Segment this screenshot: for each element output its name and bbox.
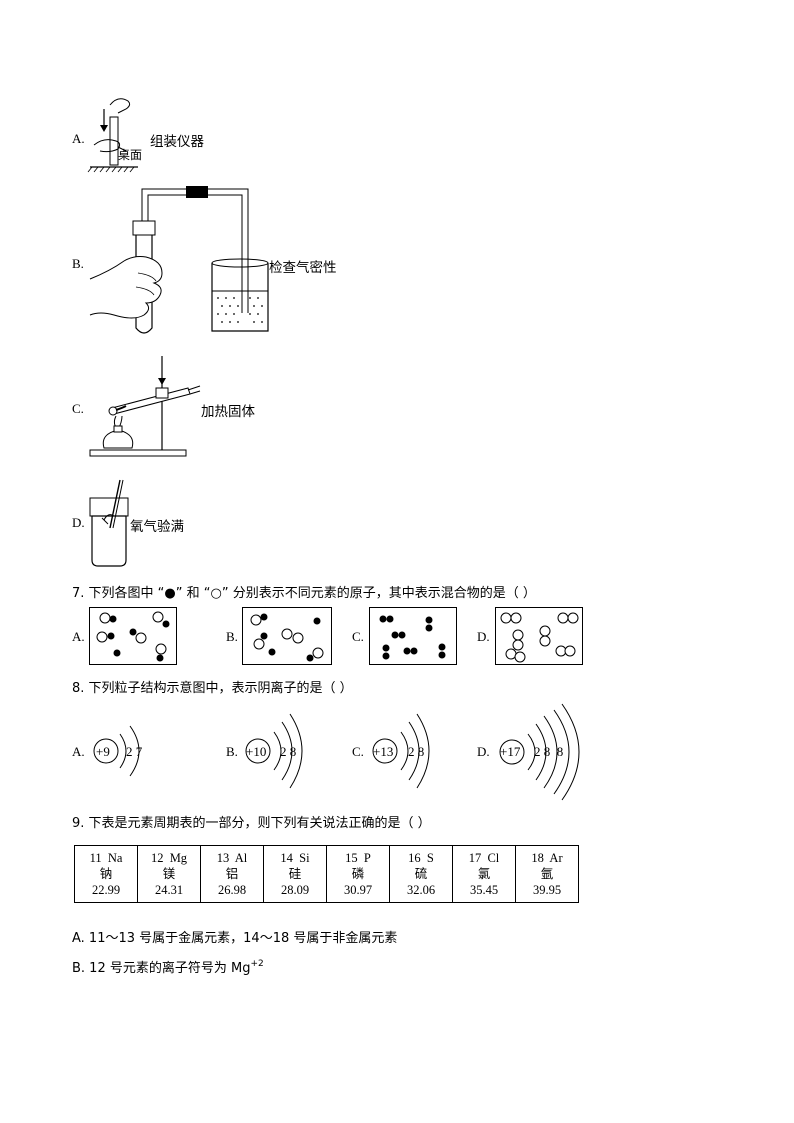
- element-mass: 32.06: [406, 883, 436, 897]
- q8-option-b-shells: 2 8: [280, 744, 297, 759]
- periodic-table-excerpt: 11 Na 钠 22.99 12 Mg 镁 24.31 13 Al 铝 26.98 14 Si 硅 2…: [74, 845, 579, 903]
- option-b-letter: B.: [72, 256, 84, 271]
- element-head: 15 P: [345, 851, 371, 865]
- q8-option-d-nucleus: +17: [500, 744, 521, 759]
- element-cell: 13 Al 铝 26.98: [200, 845, 264, 903]
- q8-option-a-nucleus: +9: [96, 744, 110, 759]
- q7-option-d-letter: D.: [477, 629, 490, 644]
- element-mass: 26.98: [217, 883, 247, 897]
- element-head: 13 Al: [216, 851, 248, 865]
- element-head: 11 Na: [89, 851, 123, 865]
- element-mass: 22.99: [91, 883, 121, 897]
- element-mass: 30.97: [343, 883, 373, 897]
- q9-option-a: A. 11～13 号属于金属元素，14～18 号属于非金属元素: [72, 931, 398, 946]
- element-cell: 11 Na 钠 22.99: [74, 845, 138, 903]
- element-cell: 16 S 硫 32.06: [389, 845, 453, 903]
- question-9-text: 9. 下表是元素周期表的一部分，则下列有关说法正确的是（ ）: [72, 816, 431, 831]
- element-name: 磷: [351, 867, 365, 881]
- oxygen-full-test-illustration: [89, 479, 129, 567]
- heating-solid-illustration: [89, 356, 201, 457]
- element-cell: 12 Mg 镁 24.31: [137, 845, 201, 903]
- element-name: 氩: [540, 867, 554, 881]
- q9-option-b-superscript: +2: [250, 959, 264, 969]
- q8-option-d-letter: D.: [477, 744, 490, 759]
- element-name: 钠: [99, 867, 113, 881]
- q8-option-d-shells: 2 8 8: [534, 744, 564, 759]
- q7-option-d-diagram: [495, 607, 583, 665]
- element-head: 12 Mg: [150, 851, 188, 865]
- option-b-caption: 检查气密性: [269, 260, 337, 276]
- q7-option-c-diagram: [369, 607, 457, 665]
- element-name: 镁: [162, 867, 176, 881]
- q8-option-c-letter: C.: [352, 744, 364, 759]
- q8-option-a-atom-diagram: [93, 725, 140, 777]
- option-a-letter: A.: [72, 131, 85, 146]
- element-mass: 39.95: [532, 883, 562, 897]
- option-c-letter: C.: [72, 401, 84, 416]
- q8-option-c-nucleus: +13: [373, 744, 394, 759]
- element-head: 18 Ar: [531, 851, 563, 865]
- element-cell: 14 Si 硅 28.09: [263, 845, 327, 903]
- element-cell: 18 Ar 氩 39.95: [515, 845, 579, 903]
- q7-option-b-letter: B.: [226, 629, 238, 644]
- q8-option-b-letter: B.: [226, 744, 238, 759]
- desk-label: 桌面: [118, 148, 143, 162]
- element-head: 17 Cl: [468, 851, 500, 865]
- q9-option-b: B. 12 号元素的离子符号为 Mg+2: [72, 957, 264, 976]
- element-name: 氯: [477, 867, 491, 881]
- element-name: 铝: [225, 867, 239, 881]
- question-7-text: 7. 下列各图中 “●” 和 “○” 分别表示不同元素的原子，其中表示混合物的是…: [72, 586, 536, 601]
- element-mass: 24.31: [154, 883, 184, 897]
- option-d-letter: D.: [72, 515, 85, 530]
- q8-option-a-letter: A.: [72, 744, 85, 759]
- element-cell: 17 Cl 氯 35.45: [452, 845, 516, 903]
- q8-option-d-atom-diagram: [499, 703, 580, 801]
- element-head: 16 S: [408, 851, 434, 865]
- q7-option-c-letter: C.: [352, 629, 364, 644]
- q8-option-b-atom-diagram: [245, 713, 303, 789]
- q7-option-a-diagram: [89, 607, 177, 665]
- q8-option-c-atom-diagram: [372, 713, 430, 789]
- option-d-caption: 氧气验满: [130, 519, 184, 535]
- element-mass: 35.45: [469, 883, 499, 897]
- element-cell: 15 P 磷 30.97: [326, 845, 390, 903]
- element-head: 14 Si: [280, 851, 310, 865]
- element-name: 硫: [414, 867, 428, 881]
- q9-option-b-text: B. 12 号元素的离子符号为 Mg: [72, 961, 251, 976]
- q8-option-c-shells: 2 8: [408, 744, 425, 759]
- element-mass: 28.09: [280, 883, 310, 897]
- q8-option-b-nucleus: +10: [246, 744, 267, 759]
- element-name: 硅: [288, 867, 302, 881]
- question-8-text: 8. 下列粒子结构示意图中，表示阴离子的是（ ）: [72, 681, 353, 696]
- q7-option-a-letter: A.: [72, 629, 85, 644]
- airtightness-check-illustration: [89, 186, 269, 334]
- option-c-caption: 加热固体: [201, 404, 255, 420]
- q8-option-a-shells: 2 7: [126, 744, 143, 759]
- option-a-caption: 组装仪器: [150, 134, 204, 150]
- assemble-apparatus-illustration: [87, 98, 138, 173]
- q7-option-b-diagram: [242, 607, 332, 665]
